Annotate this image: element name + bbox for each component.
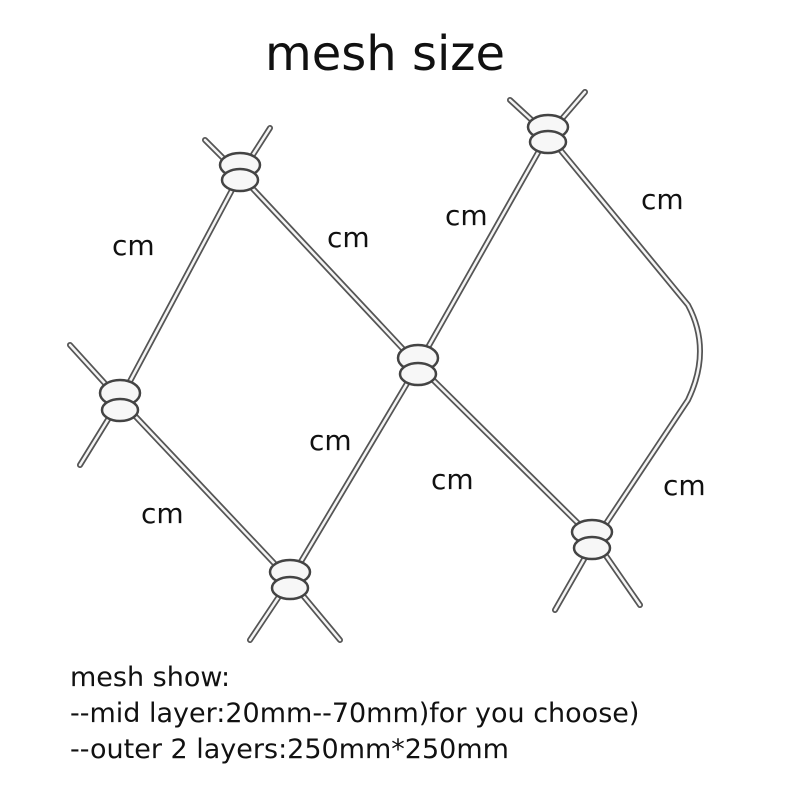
caption-heading: mesh show: [70,662,231,693]
knot-bottom-left [268,558,312,601]
caption-mid-layer: --mid layer:20mm--70mm)for you choose) [70,698,640,729]
caption-outer-layers: --outer 2 layers:250mm*250mm [70,734,509,765]
knot-top-left [218,151,262,193]
cable-outlines [67,89,703,643]
knot-left [98,378,142,423]
knot-bottom-right [570,518,614,561]
label-left-diamond-lower-right: cm [309,424,352,457]
mesh-caption: mesh show: --mid layer:20mm--70mm)for yo… [70,660,639,768]
label-left-diamond-lower-left: cm [141,497,184,530]
label-right-diamond-upper-left: cm [445,199,488,232]
label-left-diamond-upper-right: cm [327,221,370,254]
label-right-diamond-upper-right: cm [641,183,684,216]
knot-top-right [526,113,570,155]
label-right-diamond-lower-right: cm [663,469,706,502]
label-left-diamond-upper-left: cm [112,229,155,262]
page-title: mesh size [264,26,506,82]
label-right-diamond-lower-left: cm [431,463,474,496]
knot-center [396,343,440,387]
